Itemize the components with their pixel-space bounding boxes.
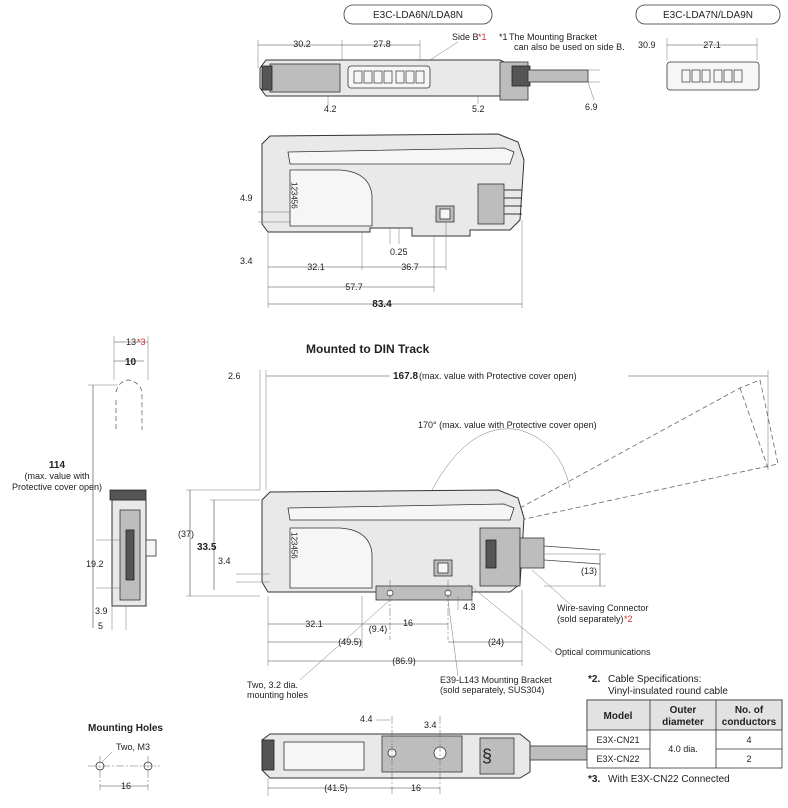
cable-spec-mark: *2. — [588, 674, 600, 685]
din-view-title: Mounted to DIN Track — [306, 342, 430, 356]
holes-label-2: mounting holes — [247, 690, 309, 700]
din-dim-37: (37) — [178, 529, 194, 539]
note-mark: *1 — [499, 32, 508, 42]
front-dim-3-9: 3.9 — [95, 606, 108, 616]
front-dim-5: 5 — [98, 621, 103, 631]
bottom-dim-16: 16 — [411, 783, 421, 793]
cable-table-header-outer-2: diameter — [662, 717, 704, 728]
cable-spec-section: *2. Cable Specifications: Vinyl-insulate… — [586, 674, 783, 785]
footnote-mark: *3. — [588, 774, 600, 785]
model-label-a-text: E3C-LDA6N/LDA8N — [373, 10, 463, 21]
dim-6-9: 6.9 — [585, 102, 598, 112]
dim-30-9: 30.9 — [638, 40, 656, 50]
cable-table-header-cond-1: No. of — [735, 705, 764, 716]
cable-table-row1-conductors: 4 — [746, 735, 751, 745]
cable-table-header-outer-1: Outer — [670, 705, 697, 716]
front-dim-114-note-2: Protective cover open) — [12, 482, 102, 492]
front-dim-10: 10 — [125, 357, 137, 368]
din-view-drawing: Mounted to DIN Track 2.6 167.8 (max. val… — [178, 342, 779, 700]
side-b-mark: *1 — [478, 32, 487, 42]
front-dim-13: 13 — [126, 337, 136, 347]
side-dim-0-25: 0.25 — [390, 247, 408, 257]
bottom-dim-41-5: (41.5) — [324, 783, 348, 793]
front-view-drawing: 13 *3 10 114 (max. value with Protective… — [12, 336, 157, 631]
mounting-holes-dim-16: 16 — [121, 781, 131, 791]
side-dim-32-1: 32.1 — [307, 262, 325, 272]
bottom-dim-3-4: 3.4 — [424, 720, 437, 730]
din-dim-9-4: (9.4) — [369, 624, 388, 634]
note-line-1: The Mounting Bracket — [509, 32, 598, 42]
side-pin-numbers: 123456 — [290, 182, 299, 209]
bottom-view-drawing: 4.4 3.4 § (41.5) 16 — [261, 714, 589, 796]
svg-text:§: § — [482, 746, 492, 766]
din-dim-4-3: 4.3 — [463, 602, 476, 612]
cable-table-row1-model: E3X-CN21 — [596, 735, 639, 745]
top-view-drawing: 30.2 27.8 Side B *1 *1 The Mounting Brac… — [257, 32, 625, 114]
front-dim-13-mark: *3 — [137, 337, 146, 347]
dim-27-8: 27.8 — [373, 39, 391, 49]
side-dim-36-7: 36.7 — [401, 262, 419, 272]
bracket-label-1: E39-L143 Mounting Bracket — [440, 675, 552, 685]
side-dim-57-7: 57.7 — [345, 282, 363, 292]
din-angle-note: 170° (max. value with Protective cover o… — [418, 420, 597, 430]
din-pin-numbers: 123456 — [290, 532, 299, 559]
mounting-holes-drawing: Mounting Holes Two, M3 16 — [88, 723, 163, 791]
cable-table-header-model: Model — [604, 711, 633, 722]
side-dim-83-4: 83.4 — [372, 299, 392, 310]
side-dim-3-4: 3.4 — [240, 256, 253, 266]
mounting-holes-title: Mounting Holes — [88, 723, 163, 734]
dim-4-2: 4.2 — [324, 104, 337, 114]
din-dim-49-5: (49.5) — [338, 637, 362, 647]
din-dim-32-1: 32.1 — [305, 619, 323, 629]
din-dim-86-9: (86.9) — [392, 656, 416, 666]
connector-label-2: (sold separately) — [557, 614, 624, 624]
model-label-b: E3C-LDA7N/LDA9N — [635, 4, 781, 25]
mounting-holes-spec: Two, M3 — [116, 742, 150, 752]
cable-table-row2-conductors: 2 — [746, 754, 751, 764]
footnote-text: With E3X-CN22 Connected — [608, 774, 730, 785]
cable-table-row2-model: E3X-CN22 — [596, 754, 639, 764]
cable-spec-title: Cable Specifications: — [608, 674, 701, 685]
din-dim-13: (13) — [581, 566, 597, 576]
side-dim-4-9: 4.9 — [240, 193, 253, 203]
connector-label-1: Wire-saving Connector — [557, 603, 649, 613]
note-line-2: can also be used on side B. — [514, 42, 625, 52]
front-dim-114-note-1: (max. value with — [24, 471, 89, 481]
cable-table-header-cond-2: conductors — [722, 717, 777, 728]
model-label-b-text: E3C-LDA7N/LDA9N — [663, 10, 753, 21]
dim-27-1: 27.1 — [703, 40, 721, 50]
front-dim-114: 114 — [49, 460, 66, 471]
model-label-a: E3C-LDA6N/LDA8N — [343, 4, 493, 25]
front-dim-19-2: 19.2 — [86, 559, 104, 569]
din-dim-24: (24) — [488, 637, 504, 647]
side-b-label: Side B — [452, 32, 479, 42]
optical-label: Optical communications — [555, 647, 651, 657]
din-dim-33-5: 33.5 — [197, 542, 217, 553]
bracket-label-2: (sold separately, SUS304) — [440, 685, 544, 695]
dim-5-2: 5.2 — [472, 104, 485, 114]
bottom-dim-4-4: 4.4 — [360, 714, 373, 724]
din-dim-167-8-note: (max. value with Protective cover open) — [419, 371, 577, 381]
side-view-drawing: 123456 4.9 3.4 0.25 32.1 36.7 57.7 83.4 — [240, 133, 525, 310]
din-dim-2-6: 2.6 — [228, 371, 241, 381]
din-dim-16: 16 — [403, 618, 413, 628]
small-view-drawing: 30.9 27.1 — [638, 38, 760, 91]
din-dim-3-4: 3.4 — [218, 556, 231, 566]
connector-mark: *2 — [624, 614, 633, 624]
cable-spec-subtitle: Vinyl-insulated round cable — [608, 686, 728, 697]
cable-spec-table: Model Outer diameter No. of conductors E… — [586, 699, 783, 769]
cable-table-outer: 4.0 dia. — [668, 744, 698, 754]
dim-30-2: 30.2 — [293, 39, 311, 49]
din-dim-167-8: 167.8 — [393, 371, 418, 382]
holes-label-1: Two, 3.2 dia. — [247, 680, 298, 690]
